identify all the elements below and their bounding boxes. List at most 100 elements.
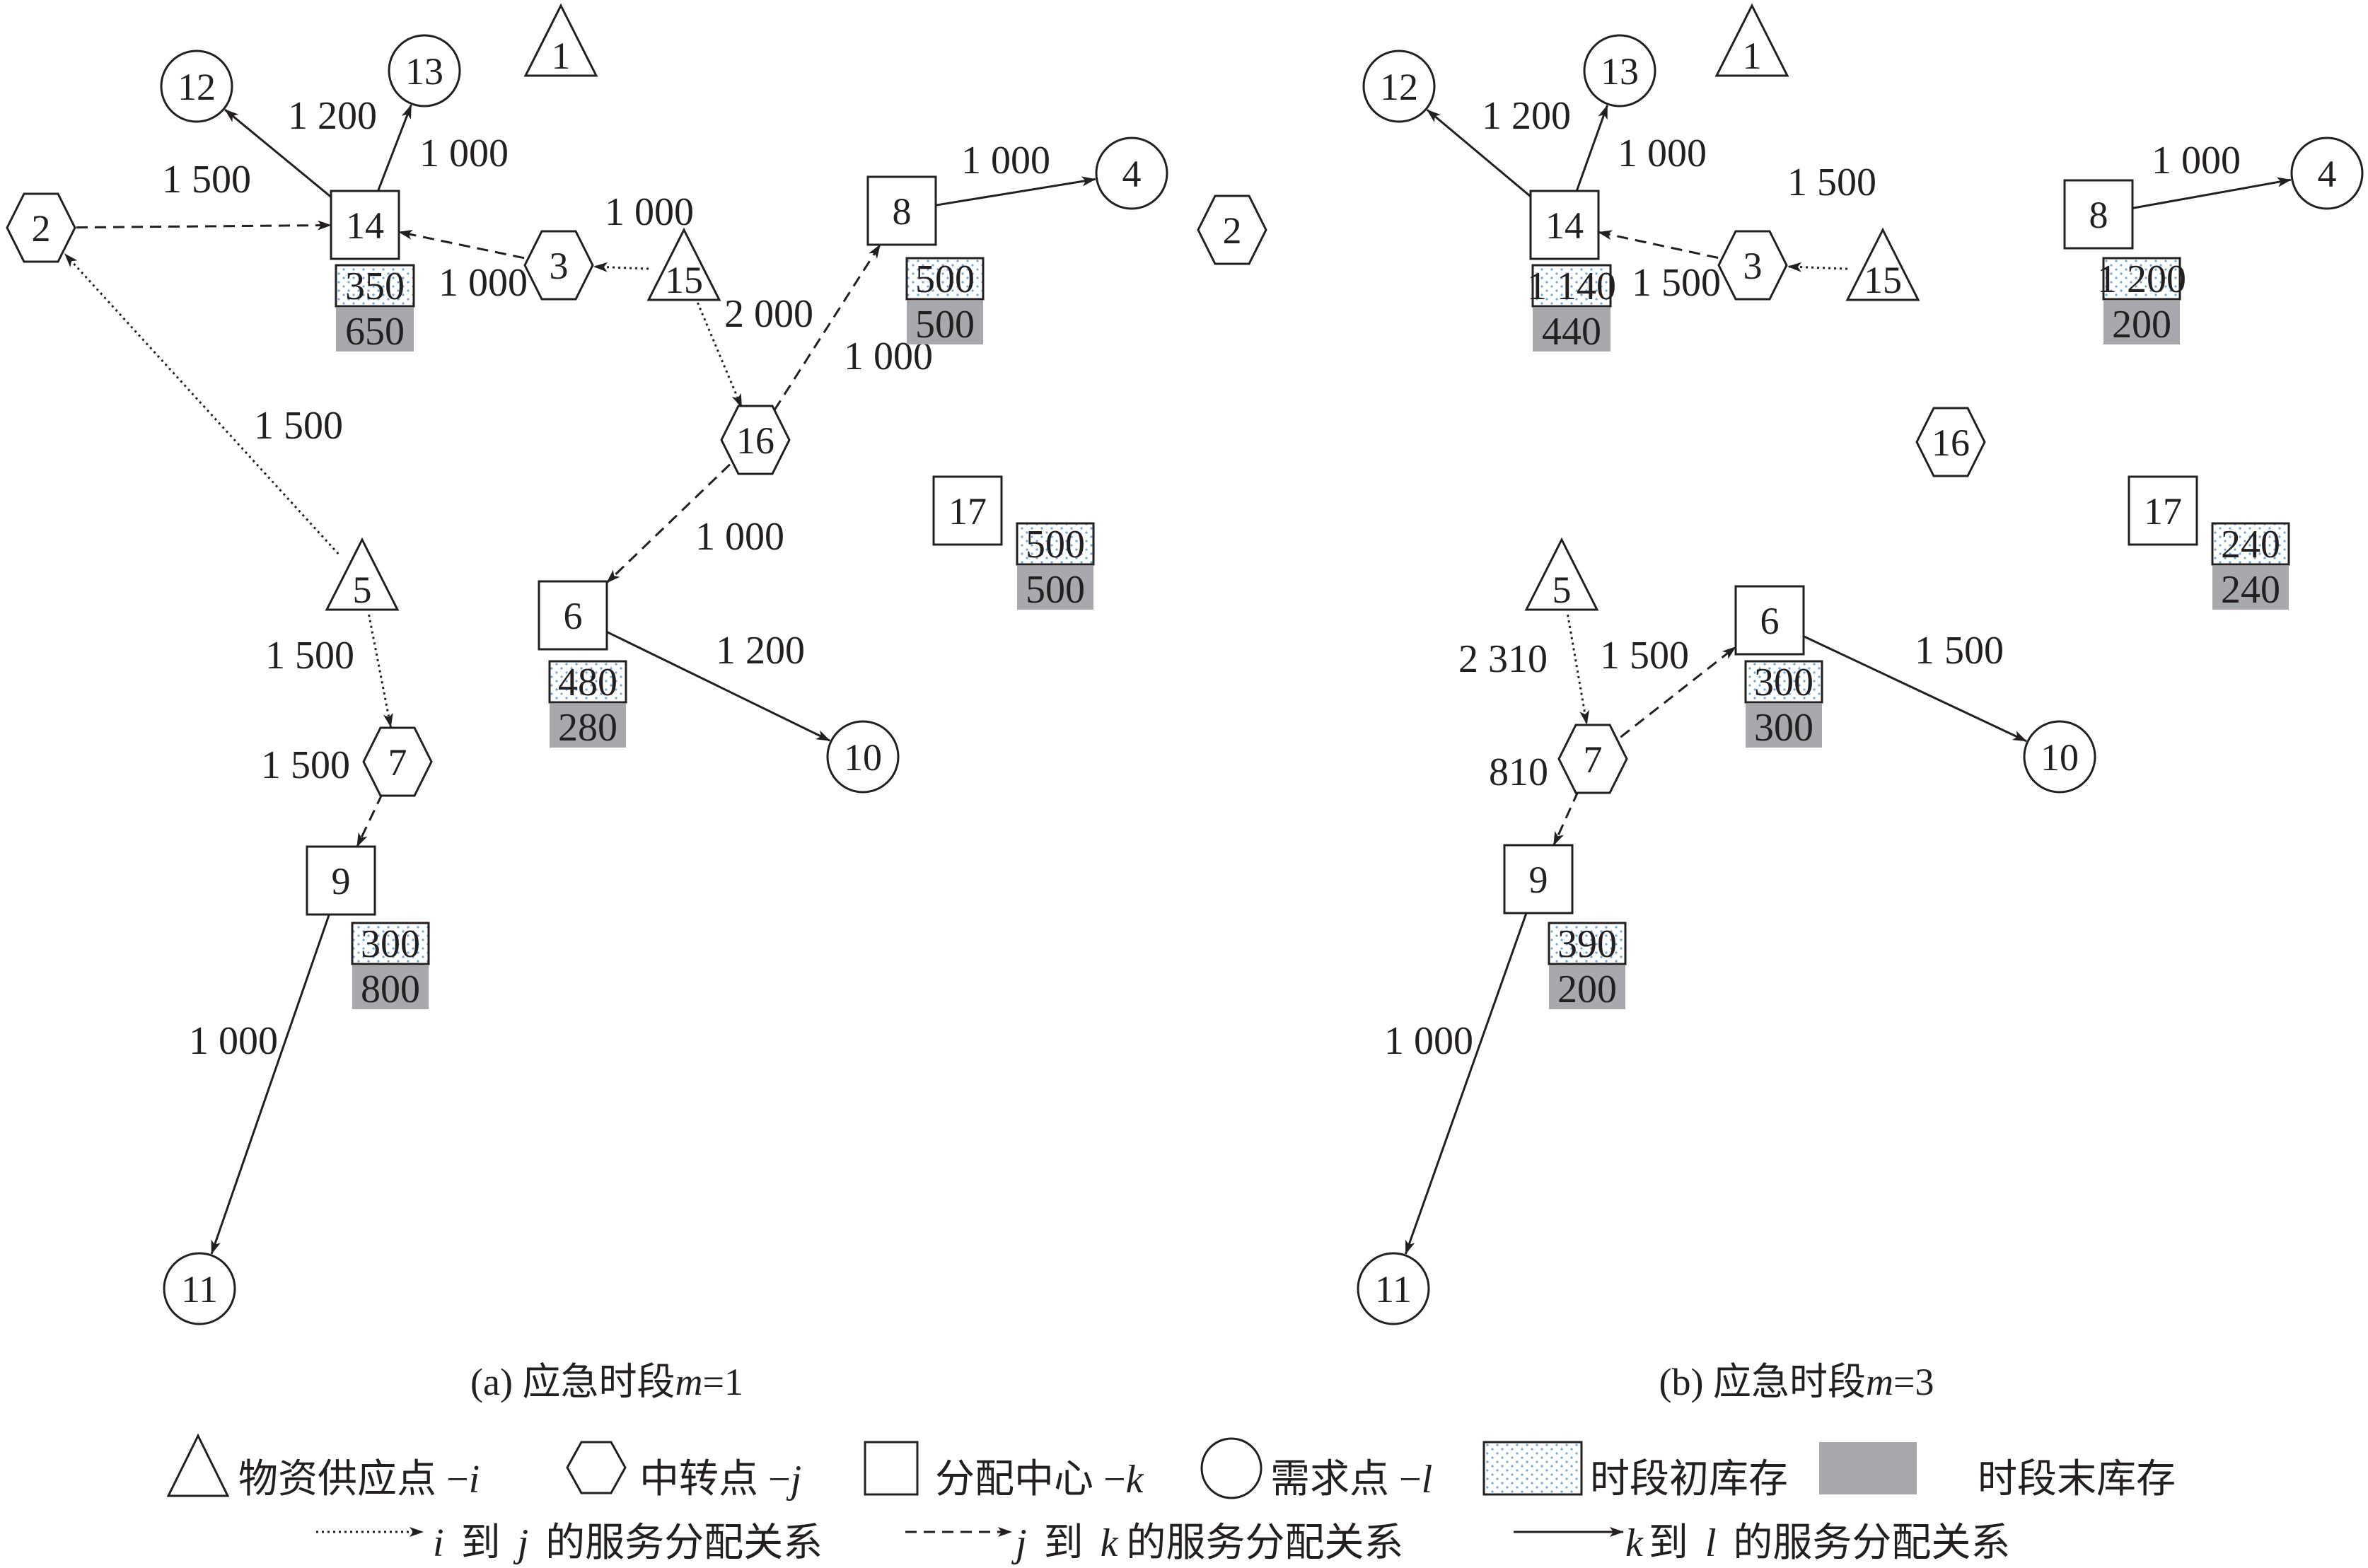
node-a-11: 11 — [163, 1252, 236, 1325]
edge-label-a-15-to-3: 1 000 — [605, 190, 694, 234]
node-label-a-7: 7 — [388, 741, 407, 784]
node-b-16: 16 — [1915, 407, 1986, 477]
inventory-initial-value-a-9: 300 — [361, 922, 420, 966]
inventory-final-box-b-6 — [1746, 704, 1822, 748]
edge-b-3-to-14 — [1598, 230, 1719, 259]
panel-a-caption-prefix: (a) 应急时段 — [470, 1361, 675, 1403]
legend-transfer-label: 中转点 −j — [639, 1458, 801, 1502]
edge-a-2L-to-14 — [76, 220, 332, 231]
legend-center-text: 分配中心 − — [935, 1458, 1126, 1502]
inventory-initial-box-b-17 — [2211, 522, 2290, 566]
node-label-b-6: 6 — [1760, 600, 1780, 642]
legend-demand-text: 需求点 − — [1270, 1458, 1422, 1502]
node-a-15: 15 — [646, 227, 721, 301]
inventory-final-value-b-17: 240 — [2221, 568, 2280, 612]
edge-a-16-to-8 — [773, 244, 881, 411]
inventory-final-value-b-6: 300 — [1754, 706, 1813, 750]
node-b-10: 10 — [2023, 720, 2096, 794]
node-label-b-17: 17 — [2144, 490, 2182, 533]
node-a-1-triangle-icon — [523, 3, 598, 77]
inventory-final-box-b-17 — [2212, 566, 2289, 610]
node-label-b-4: 4 — [2318, 153, 2337, 195]
node-b-17-square-icon — [2128, 475, 2198, 546]
edge-label-a-16-to-6: 1 000 — [695, 515, 784, 559]
legend-transfer-text: 中转点 − — [639, 1458, 791, 1502]
node-a-11-circle-icon — [163, 1252, 236, 1325]
node-b-9: 9 — [1503, 844, 1574, 914]
inventory-final-value-a-6: 280 — [558, 706, 617, 750]
panel-b-caption-var: m — [1866, 1361, 1893, 1403]
inventory-initial-value-a-17: 500 — [1026, 523, 1085, 567]
edge-b-9-to-11 — [1404, 912, 1528, 1255]
node-a-16-hexagon-icon — [720, 405, 791, 475]
edge-b-15-to-3 — [1787, 262, 1848, 272]
node-a-13: 13 — [388, 34, 461, 108]
legend-ij-tail: 的服务分配关系 — [545, 1521, 823, 1564]
node-a-10: 10 — [826, 720, 900, 794]
node-label-a-3: 3 — [550, 245, 569, 287]
node-a-5: 5 — [325, 537, 400, 611]
node-b-12-circle-icon — [1362, 50, 1436, 123]
node-a-1: 1 — [523, 3, 598, 77]
panel-a-caption-suffix: =1 — [702, 1361, 743, 1403]
inventory-final-box-a-17 — [1017, 566, 1093, 610]
edge-b-14-to-13 — [1575, 105, 1608, 192]
node-a-7: 7 — [362, 726, 433, 797]
node-b-7: 7 — [1557, 724, 1628, 794]
legend-initial-inventory-swatch-icon — [1482, 1441, 1583, 1496]
legend-center-var: k — [1126, 1458, 1144, 1502]
node-a-9-square-icon — [306, 845, 376, 916]
edge-label-b-7-to-9: 810 — [1489, 750, 1548, 794]
node-a-6-square-icon — [538, 580, 608, 651]
node-b-11-circle-icon — [1357, 1252, 1430, 1325]
inventory-initial-box-a-17 — [1016, 522, 1095, 566]
node-b-15-triangle-icon — [1845, 227, 1920, 301]
inventory-final-box-a-6 — [550, 704, 626, 748]
node-label-a-12: 12 — [178, 66, 216, 108]
node-label-b-9: 9 — [1529, 859, 1548, 901]
edge-b-6-to-10 — [1803, 635, 2027, 743]
node-b-13-circle-icon — [1583, 34, 1656, 108]
edge-a-3-to-14 — [398, 230, 525, 260]
node-label-b-16: 16 — [1932, 422, 1970, 464]
node-label-a-5: 5 — [353, 569, 372, 611]
legend-supply-label: 物资供应点 −i — [238, 1458, 480, 1502]
legend-supply-text: 物资供应点 − — [238, 1458, 469, 1502]
inventory-final-value-b-14: 440 — [1542, 310, 1601, 354]
legend-center-square-icon — [864, 1441, 919, 1496]
edge-a-9-to-11 — [210, 914, 330, 1255]
inventory-initial-box-a-6 — [548, 660, 627, 704]
node-a-5-triangle-icon — [325, 537, 400, 611]
edge-a-5-to-7 — [368, 614, 393, 728]
node-label-a-17: 17 — [948, 490, 987, 533]
panel-a-caption: (a) 应急时段m=1 — [470, 1361, 743, 1403]
inventory-final-value-a-8: 500 — [915, 303, 975, 347]
node-label-a-2R: 2 — [1223, 209, 1242, 252]
node-label-b-1: 1 — [1743, 35, 1762, 77]
edge-label-b-14-to-12: 1 200 — [1482, 94, 1571, 138]
legend-final-inventory-label: 时段末库存 — [1978, 1458, 2176, 1502]
edge-label-b-7-to-6: 1 500 — [1600, 634, 1689, 678]
node-label-a-9: 9 — [332, 860, 351, 902]
node-b-5: 5 — [1524, 537, 1599, 611]
edge-a-16-to-6 — [605, 463, 731, 583]
inventory-final-value-a-17: 500 — [1026, 568, 1085, 612]
inventory-initial-box-a-9 — [351, 922, 430, 965]
edge-a-15-to-16 — [697, 302, 743, 408]
inventory-final-box-a-8 — [907, 301, 983, 344]
legend-kl-var1: k — [1625, 1521, 1644, 1564]
edge-label-a-3-to-14: 1 000 — [439, 261, 528, 305]
node-a-3: 3 — [523, 230, 594, 301]
node-label-b-13: 13 — [1601, 50, 1639, 93]
edge-label-b-8-to-4: 1 000 — [2152, 139, 2241, 182]
legend-transfer-hexagon-icon — [566, 1441, 627, 1494]
edge-a-15-to-3 — [593, 262, 649, 272]
